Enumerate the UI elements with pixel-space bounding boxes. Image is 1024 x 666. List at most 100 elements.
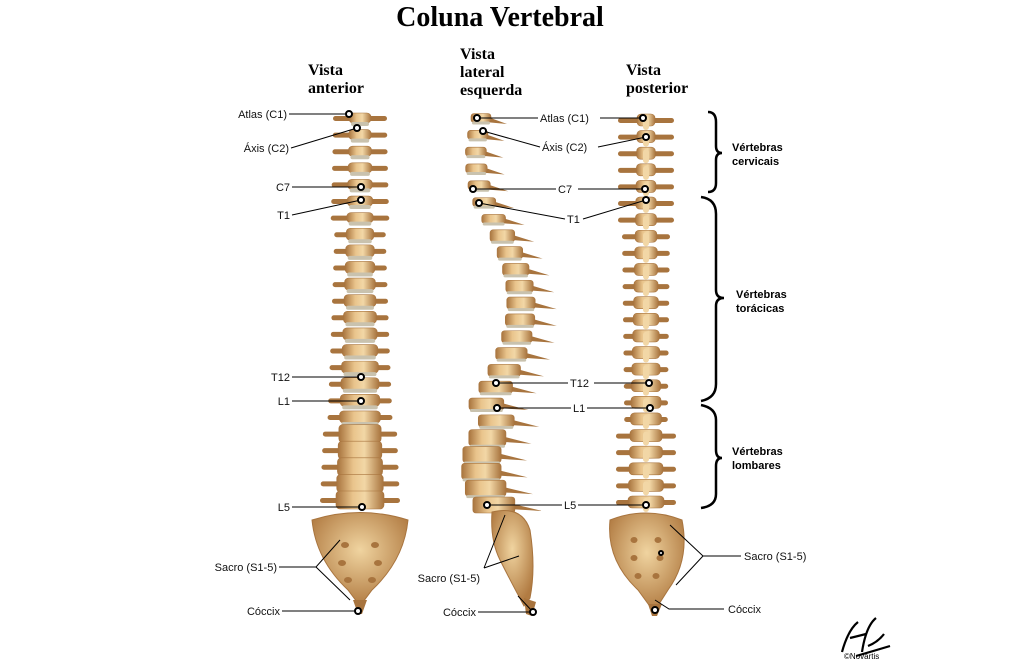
posterior-leaders	[578, 114, 654, 509]
intervertebral-disc	[479, 425, 514, 429]
intervertebral-disc	[488, 375, 520, 379]
label-coccyx-posterior: Cóccix	[728, 604, 762, 616]
intervertebral-disc	[502, 341, 532, 345]
sacrum-shape	[311, 512, 409, 607]
sacral-foramen	[654, 537, 662, 543]
label-l1-lateral: L1	[573, 403, 585, 415]
intervertebral-disc	[342, 405, 378, 410]
sacral-foramen	[652, 573, 660, 579]
intervertebral-disc	[347, 255, 373, 260]
spinous-process	[643, 315, 649, 330]
intervertebral-disc	[482, 222, 505, 226]
spinous-process	[527, 284, 555, 293]
spinous-process	[528, 317, 557, 326]
label-t12-anterior: T12	[271, 372, 290, 384]
brace-lumbar	[700, 403, 723, 510]
vertebral-body	[496, 246, 524, 259]
spinous-process	[643, 348, 649, 363]
region-thoracic-line1: Vértebras	[736, 289, 787, 301]
vertebral-body	[341, 360, 379, 374]
copyright-text: ©Novartis	[844, 652, 880, 661]
vertebral-body	[506, 296, 536, 310]
intervertebral-disc	[342, 388, 378, 393]
spinous-process	[495, 452, 528, 461]
vertebral-body	[464, 479, 507, 497]
vertebral-body	[481, 214, 506, 224]
spinous-process	[643, 448, 649, 463]
intervertebral-disc	[350, 155, 370, 160]
spinous-process	[643, 248, 649, 263]
vertebral-body	[337, 440, 383, 460]
vertebral-body	[487, 364, 521, 377]
vertebral-body	[341, 344, 379, 357]
sacral-foramen	[630, 537, 638, 543]
vertebral-body	[343, 311, 377, 324]
intervertebral-disc	[346, 289, 374, 294]
vertebral-body	[502, 263, 530, 276]
spinous-process	[643, 265, 649, 280]
spinous-process	[643, 464, 649, 479]
region-cervical-line2: cervicais	[732, 156, 779, 168]
label-axis-anterior: Áxis (C2)	[244, 142, 289, 155]
view-title-line: Vista	[460, 46, 495, 63]
sacral-foramen	[374, 560, 382, 566]
label-sacrum-posterior: Sacro (S1-5)	[744, 551, 806, 563]
spinous-process	[643, 331, 649, 346]
spinous-process	[506, 385, 537, 394]
sacral-foramen	[338, 560, 346, 566]
sacral-foramen	[341, 542, 349, 548]
view-title-line: anterior	[308, 80, 364, 97]
vertebral-body	[342, 327, 378, 341]
region-lumbar-line2: lombares	[732, 460, 781, 472]
spinous-process	[499, 435, 532, 444]
label-t12-lateral: T12	[570, 378, 589, 390]
spinous-process	[521, 351, 551, 360]
intervertebral-disc	[479, 392, 512, 396]
view-title-line: lateral	[460, 64, 505, 81]
spinous-process	[526, 334, 555, 343]
label-l1-anterior: L1	[278, 396, 290, 408]
region-thoracic-line2: torácicas	[736, 303, 784, 315]
vertebral-body	[338, 424, 382, 443]
label-c7-anterior: C7	[276, 182, 290, 194]
coccyx-shape	[353, 600, 367, 614]
spinous-process	[508, 418, 540, 427]
vertebral-body	[336, 474, 384, 493]
intervertebral-disc	[350, 171, 370, 176]
intervertebral-disc	[503, 274, 528, 278]
label-atlas-lateral: Atlas (C1)	[540, 113, 589, 125]
vertebral-body	[462, 446, 502, 463]
vertebral-body	[344, 261, 376, 274]
label-sacrum-lateral: Sacro (S1-5)	[418, 573, 480, 585]
spinous-process	[643, 431, 649, 446]
brace-cervical	[707, 110, 723, 194]
spinous-process	[514, 368, 545, 377]
brace-thoracic	[700, 195, 725, 403]
intervertebral-disc	[347, 272, 373, 277]
spinous-process	[643, 481, 649, 496]
posterior-labels: Sacro (S1-5) Cóccix	[651, 524, 806, 616]
view-title-line: posterior	[626, 80, 689, 97]
spinous-process	[643, 232, 649, 247]
spinous-process	[643, 149, 649, 164]
spinous-process	[643, 365, 649, 380]
vertebral-body	[461, 463, 502, 480]
label-axis-lateral: Áxis (C2)	[542, 141, 587, 154]
artist-signature-logo	[840, 617, 891, 658]
label-c7-lateral: C7	[558, 184, 572, 196]
vertebral-body	[344, 277, 376, 291]
anterior-labels: Atlas (C1) Áxis (C2) C7 T1 T12 L1 L5 Sac…	[215, 109, 366, 618]
vertebral-body	[348, 145, 372, 157]
intervertebral-disc	[350, 138, 370, 143]
spinous-process	[529, 301, 557, 310]
sacral-foramen	[371, 542, 379, 548]
intervertebral-disc	[346, 305, 374, 310]
vertebral-body	[465, 163, 488, 174]
spinous-process	[643, 215, 649, 230]
region-lumbar-line1: Vértebras	[732, 446, 783, 458]
sacral-foramen	[368, 577, 376, 583]
vertebral-body	[346, 212, 374, 223]
label-sacrum-anterior: Sacro (S1-5)	[215, 562, 277, 574]
view-title-line: esquerda	[460, 82, 523, 99]
